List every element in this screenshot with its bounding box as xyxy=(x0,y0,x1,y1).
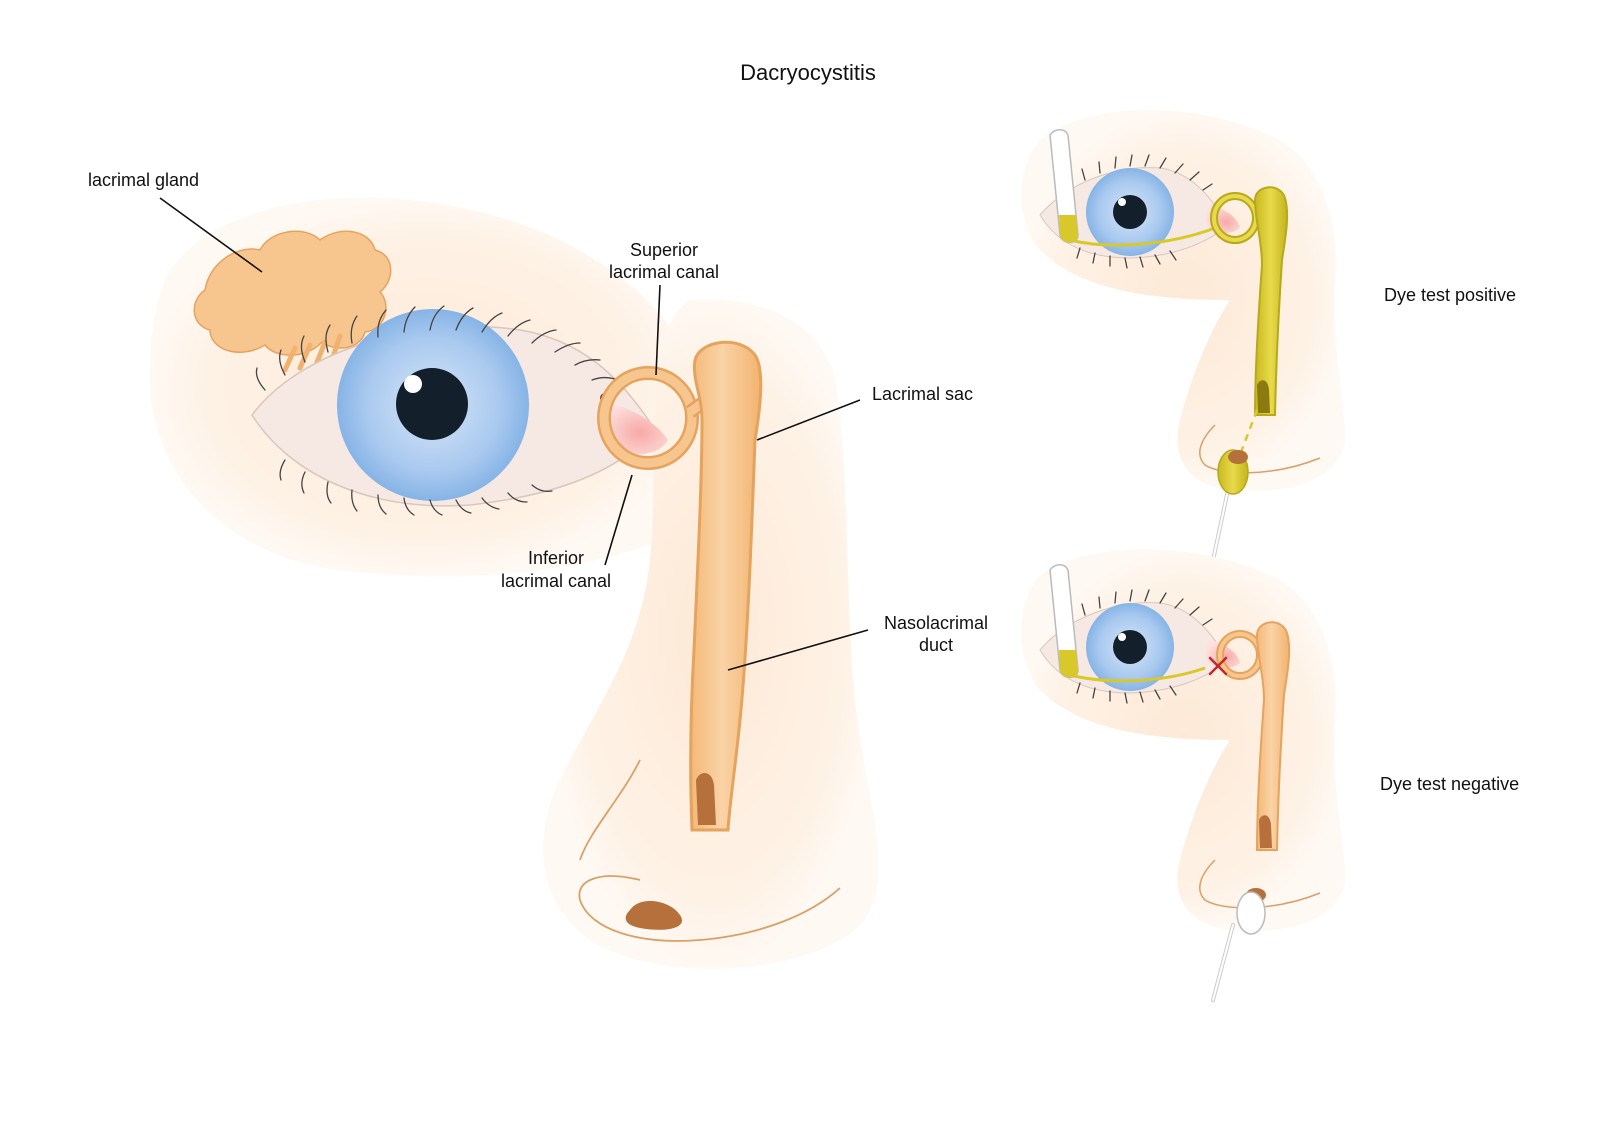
positive-pupil xyxy=(1113,195,1147,229)
label-dye-test-negative: Dye test negative xyxy=(1380,774,1519,794)
negative-sac-duct xyxy=(1255,621,1291,851)
positive-dye-flow xyxy=(1069,226,1216,247)
leader-lacrimal-sac xyxy=(756,399,861,441)
diagram-title: Dacryocystitis xyxy=(740,60,876,85)
positive-pupil-highlight xyxy=(1118,198,1126,206)
negative-dye-flow xyxy=(1069,666,1206,683)
label-lacrimal-gland: lacrimal gland xyxy=(88,170,199,190)
negative-duct-opening xyxy=(1259,815,1272,848)
positive-dye-drip xyxy=(1238,409,1259,456)
label-dye-test-positive: Dye test positive xyxy=(1384,285,1516,305)
positive-lower-lashes xyxy=(1076,247,1177,269)
positive-duct-opening xyxy=(1257,380,1270,413)
leader-nasolacrimal-duct xyxy=(727,629,869,671)
nose-bridge-line xyxy=(579,759,641,861)
main-illustration: lacrimal gland Superior lacrimal canal I… xyxy=(88,170,988,969)
pupil-highlight xyxy=(404,375,422,393)
negative-pupil-highlight xyxy=(1118,633,1126,641)
negative-swab-tip xyxy=(1236,891,1266,935)
lacrimal-canal-ring-inner xyxy=(599,368,697,468)
negative-pupil xyxy=(1113,630,1147,664)
nostril xyxy=(625,900,682,930)
positive-dye-tip xyxy=(1059,215,1078,243)
positive-upper-lashes xyxy=(1065,154,1213,191)
lacrimal-sac-and-duct xyxy=(689,340,763,832)
positive-nose-line xyxy=(1199,424,1321,474)
negative-swab-stick-inner xyxy=(1212,924,1234,1001)
label-nasolacrimal-duct-line2: duct xyxy=(919,635,953,655)
label-superior-canal-line2: lacrimal canal xyxy=(609,262,719,282)
leader-inferior-canal xyxy=(604,474,633,566)
upper-eyelashes xyxy=(255,305,616,391)
positive-sac-duct xyxy=(1253,186,1289,416)
negative-nose-line xyxy=(1199,859,1321,909)
label-lacrimal-sac: Lacrimal sac xyxy=(872,384,973,404)
duct-opening xyxy=(696,773,716,825)
leader-superior-canal xyxy=(655,284,661,376)
positive-swab-stick-inner xyxy=(1211,489,1229,566)
positive-nostril xyxy=(1228,450,1248,464)
negative-lower-lashes xyxy=(1076,682,1177,704)
leader-lacrimal-gland xyxy=(159,197,263,273)
nose-wing-line xyxy=(578,875,841,942)
lacrimal-gland xyxy=(193,230,392,356)
dye-test-negative-illustration: Dye test negative xyxy=(1021,549,1519,1002)
label-nasolacrimal-duct-line1: Nasolacrimal xyxy=(884,613,988,633)
label-inferior-canal-line2: lacrimal canal xyxy=(501,571,611,591)
negative-dye-tip xyxy=(1059,650,1078,678)
lower-eyelashes xyxy=(279,459,553,516)
dye-test-positive-illustration: Dye test positive xyxy=(1021,110,1516,567)
blocked-x-icon xyxy=(1208,656,1228,676)
label-inferior-canal-line1: Inferior xyxy=(528,548,584,568)
label-superior-canal-line1: Superior xyxy=(630,240,698,260)
